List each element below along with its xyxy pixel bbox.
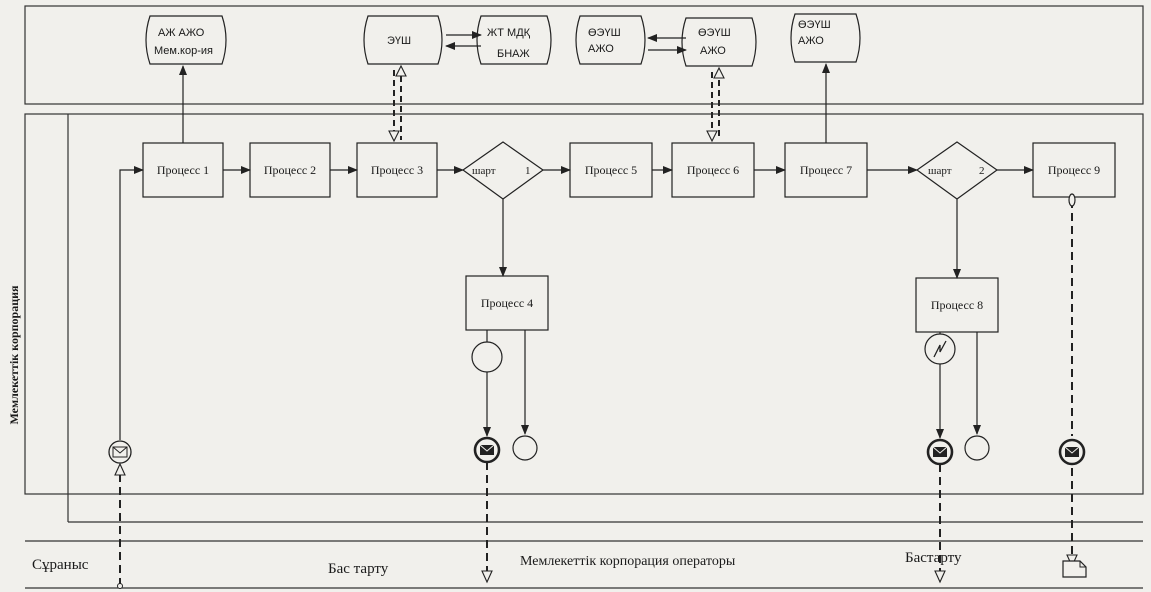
message-lines: [119, 200, 1073, 586]
data-exchange-lines: [393, 70, 720, 140]
end-event-circle: [964, 435, 990, 461]
system-store-egov: ЭҮШ: [363, 15, 443, 65]
process-box-5: Процесс 5: [569, 142, 653, 198]
process-box-3: Процесс 3: [356, 142, 438, 198]
system-store-regional-1: ӨЭҮШ АЖО: [575, 15, 646, 65]
condition-diamond-2: шарт 2: [915, 141, 999, 200]
system-name: ӨЭҮШ: [698, 27, 731, 39]
system-store-gbd: ЖТ МДҚ БНАЖ: [476, 15, 552, 65]
system-store-gov-corp: АЖ АЖО Мем.кор-ия: [145, 15, 227, 65]
system-name: ЖТ МДҚ: [487, 27, 531, 39]
process-box-8: Процесс 8: [915, 277, 999, 333]
process-box-6: Процесс 6: [671, 142, 755, 198]
end-message-envelope-icon: [1058, 438, 1086, 466]
bottom-label-request: Сұраныс: [32, 557, 89, 573]
start-message-envelope-icon: [108, 440, 132, 464]
connector-dot: [1068, 193, 1076, 207]
process-label: Процесс 3: [371, 163, 423, 177]
condition-number: 2: [979, 165, 985, 177]
condition-label: шарт: [928, 165, 952, 177]
system-name: АЖО: [588, 43, 614, 55]
system-store-regional-3: ӨЭҮШ АЖО: [790, 13, 861, 63]
system-name: ӨЭҮШ: [588, 27, 621, 39]
process-label: Процесс 5: [585, 163, 637, 177]
system-name: Мем.кор-ия: [154, 45, 213, 57]
process-label: Процесс 9: [1048, 163, 1100, 177]
system-name: ӨЭҮШ: [798, 19, 831, 31]
document-icon: [1062, 560, 1087, 578]
system-name: АЖО: [798, 35, 824, 47]
bottom-label-refuse: Бас тарту: [328, 561, 389, 577]
flow-arrows: [119, 63, 1034, 440]
condition-label: шарт: [472, 165, 496, 177]
corporation-lane: [24, 113, 1144, 495]
system-lane: [24, 5, 1144, 105]
lane-label: Мемлекеттік корпорация: [7, 285, 21, 425]
condition-diamond-1: шарт 1: [461, 141, 545, 200]
system-name: АЖ АЖО: [158, 27, 205, 39]
end-event-circle: [512, 435, 538, 461]
intermediate-event-circle: [471, 341, 503, 373]
process-box-2: Процесс 2: [249, 142, 331, 198]
bottom-label-refuse: Бастарту: [905, 550, 962, 566]
process-label: Процесс 7: [800, 163, 852, 177]
bottom-label-operator: Мемлекеттік корпорация операторы: [520, 554, 736, 569]
process-box-9: Процесс 9: [1032, 142, 1116, 198]
process-label: Процесс 8: [931, 298, 983, 312]
process-box-1: Процесс 1: [142, 142, 224, 198]
end-message-envelope-icon: [926, 438, 954, 466]
process-label: Процесс 6: [687, 163, 739, 177]
process-box-4: Процесс 4: [465, 275, 549, 331]
process-label: Процесс 4: [481, 296, 533, 310]
connector-dot: [117, 583, 123, 589]
system-name: АЖО: [700, 45, 726, 57]
system-name: ЭҮШ: [387, 35, 411, 47]
end-message-envelope-icon: [473, 436, 501, 464]
system-name: БНАЖ: [497, 48, 530, 60]
process-label: Процесс 1: [157, 163, 209, 177]
condition-number: 1: [525, 165, 531, 177]
process-label: Процесс 2: [264, 163, 316, 177]
system-store-regional-2: ӨЭҮШ АЖО: [681, 17, 757, 67]
data-exchange-arrowheads: [388, 64, 725, 143]
intermediate-event-lightning-icon: [924, 333, 956, 365]
process-box-7: Процесс 7: [784, 142, 868, 198]
